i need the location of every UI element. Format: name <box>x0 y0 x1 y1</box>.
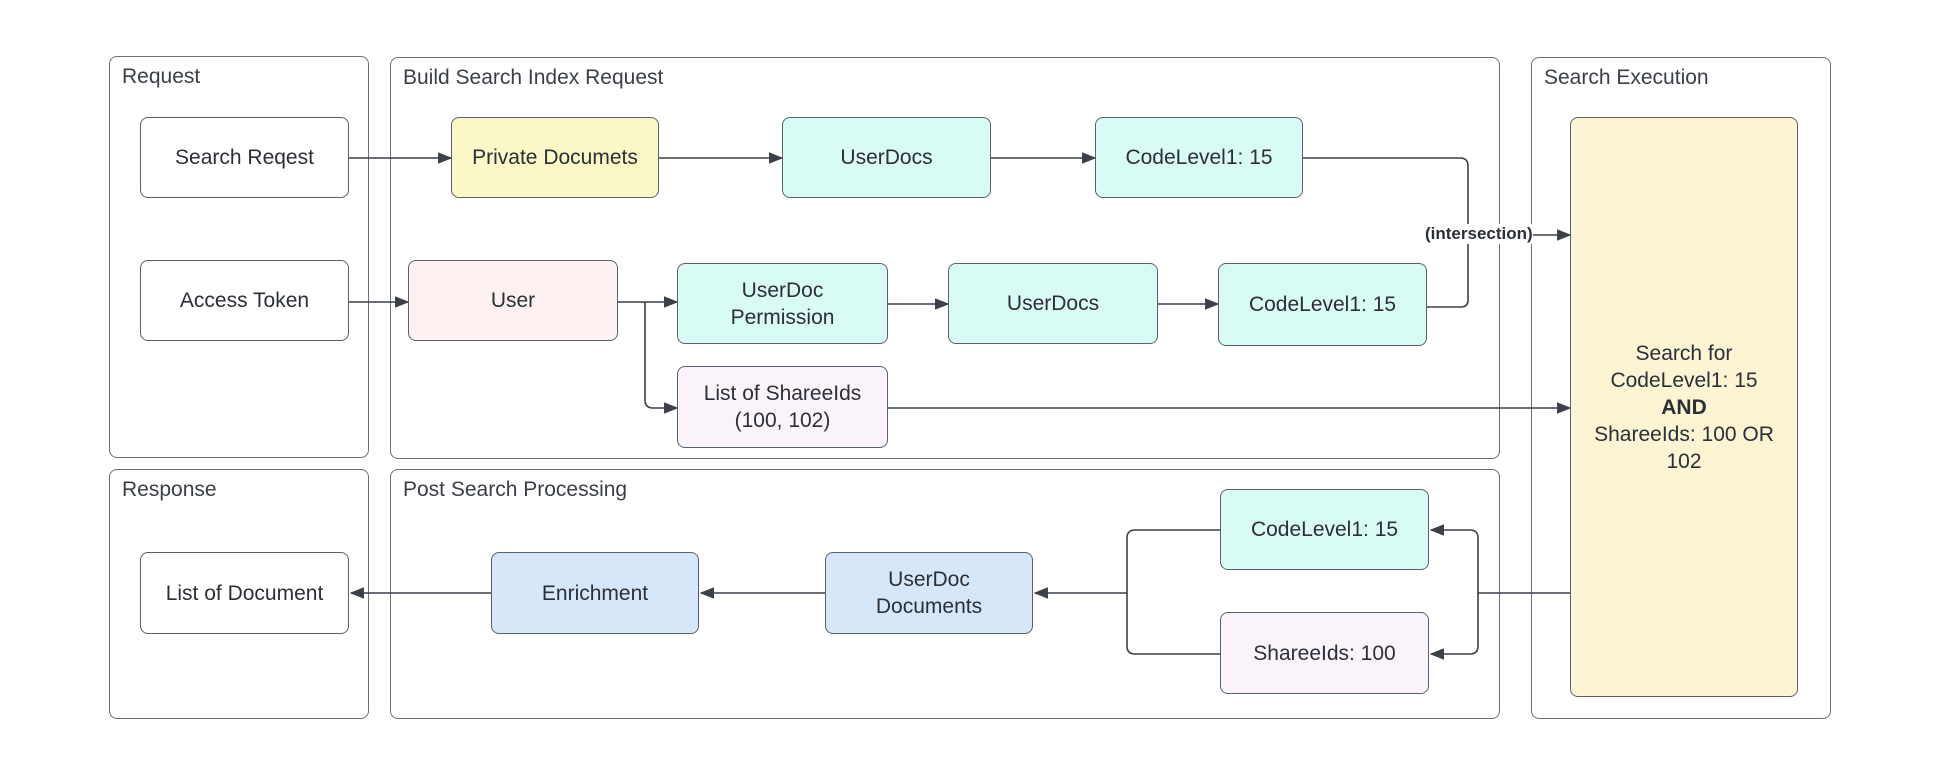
userdoc-documents-line-1: UserDoc <box>888 568 970 591</box>
share-ids-list-line-1: List of ShareeIds <box>703 382 862 405</box>
sharee-ids-result-label: ShareeIds: 100 <box>1253 641 1396 665</box>
search-for-and: AND <box>1661 395 1707 419</box>
private-documents-label: Private Documets <box>472 146 638 169</box>
sharee-ids-result-node: ShareeIds: 100 <box>1220 612 1429 694</box>
userdocs-top-label: UserDocs <box>840 146 933 169</box>
list-of-document-node: List of Document <box>140 552 349 634</box>
share-ids-list-node: List of ShareeIds (100, 102) <box>677 366 888 448</box>
userdocs-mid-node: UserDocs <box>948 263 1158 344</box>
enrichment-label: Enrichment <box>541 581 649 605</box>
search-for-line-2: CodeLevel1: 15 <box>1610 368 1758 392</box>
search-request-node: Search Reqest <box>140 117 349 198</box>
search-for-node: Search for CodeLevel1: 15 AND ShareeIds:… <box>1570 117 1798 697</box>
intersection-label: (intersection) <box>1425 224 1533 244</box>
codelevel-mid-node: CodeLevel1: 15 <box>1218 263 1427 346</box>
search-execution-panel-title: Search Execution <box>1544 66 1709 89</box>
codelevel-mid-label: CodeLevel1: 15 <box>1248 293 1397 316</box>
userdoc-permission-node: UserDoc Permission <box>677 263 888 344</box>
userdoc-permission-line-1: UserDoc <box>741 278 824 302</box>
request-panel-title: Request <box>122 65 201 88</box>
list-of-document-label: List of Document <box>165 581 324 605</box>
codelevel-top-label: CodeLevel1: 15 <box>1125 146 1273 169</box>
codelevel-top-node: CodeLevel1: 15 <box>1095 117 1303 198</box>
userdoc-documents-line-2: Documents <box>875 595 983 618</box>
share-ids-list-line-2: (100, 102) <box>734 409 831 432</box>
response-panel-title: Response <box>122 478 217 501</box>
access-token-node: Access Token <box>140 260 349 341</box>
userdocs-mid-label: UserDocs <box>1006 292 1100 315</box>
codelevel-result-label: CodeLevel1: 15 <box>1250 518 1399 541</box>
userdocs-top-node: UserDocs <box>782 117 991 198</box>
enrichment-node: Enrichment <box>491 552 699 634</box>
post-search-processing-panel-title: Post Search Processing <box>403 478 628 501</box>
search-for-line-4: ShareeIds: 100 OR <box>1594 422 1774 446</box>
search-for-line-5: 102 <box>1666 449 1702 473</box>
search-for-line-1: Search for <box>1635 341 1733 365</box>
search-request-label: Search Reqest <box>175 146 314 169</box>
user-label: User <box>490 289 536 312</box>
private-documents-node: Private Documets <box>451 117 659 198</box>
user-node: User <box>408 260 618 341</box>
access-token-label: Access Token <box>179 289 310 312</box>
userdoc-permission-line-2: Permission <box>730 305 835 329</box>
codelevel-result-node: CodeLevel1: 15 <box>1220 489 1429 570</box>
userdoc-documents-node: UserDoc Documents <box>825 552 1033 634</box>
build-search-index-panel-title: Build Search Index Request <box>403 66 664 89</box>
